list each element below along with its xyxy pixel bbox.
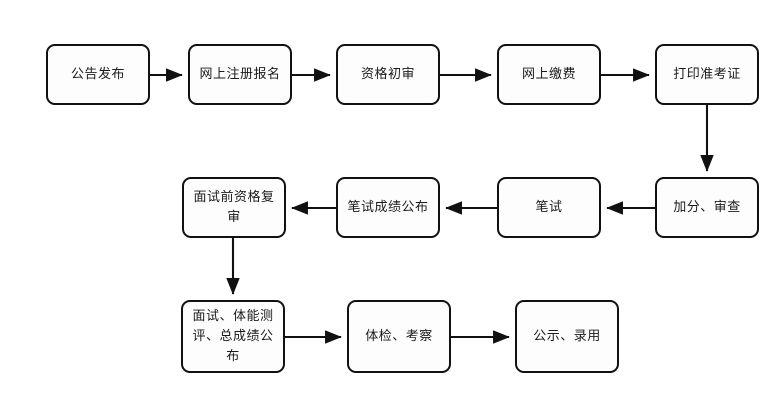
flow-node-n1[interactable]: 公告发布 <box>46 44 150 105</box>
flow-node-label: 打印准考证 <box>673 67 741 82</box>
flow-node-label: 网上缴费 <box>521 67 576 82</box>
flow-node-n4[interactable]: 网上缴费 <box>497 44 601 105</box>
flow-node-label: 加分、审查 <box>673 200 741 215</box>
flow-node-label: 网上注册报名 <box>199 67 281 82</box>
flow-node-label: 资格初审 <box>360 67 415 82</box>
flow-node-n5[interactable]: 打印准考证 <box>655 44 759 105</box>
flow-node-n8[interactable]: 笔试成绩公布 <box>336 177 440 238</box>
flow-node-n11[interactable]: 体检、考察 <box>347 300 451 373</box>
flow-node-n6[interactable]: 加分、审查 <box>655 177 759 238</box>
flow-node-n7[interactable]: 笔试 <box>497 177 601 238</box>
flow-node-n2[interactable]: 网上注册报名 <box>188 44 292 105</box>
flow-node-label: 公告发布 <box>70 67 125 82</box>
flow-node-n3[interactable]: 资格初审 <box>336 44 440 105</box>
flow-node-label: 面试前资格复 审 <box>193 189 275 225</box>
flow-node-label: 体检、考察 <box>365 329 433 344</box>
flow-node-n10[interactable]: 面试、体能测 评、总成绩公 布 <box>181 300 285 373</box>
flow-node-label: 面试、体能测 评、总成绩公 布 <box>192 308 274 364</box>
flow-node-label: 公示、录用 <box>533 329 601 344</box>
flow-node-n9[interactable]: 面试前资格复 审 <box>182 177 286 238</box>
flow-node-label: 笔试成绩公布 <box>347 200 429 215</box>
flow-node-label: 笔试 <box>535 200 563 215</box>
flow-node-n12[interactable]: 公示、录用 <box>515 300 619 373</box>
